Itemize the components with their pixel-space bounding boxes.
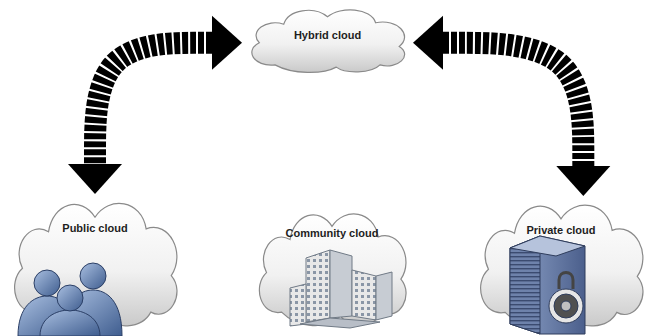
cloud-node: Private cloud (468, 190, 654, 334)
cloud-outline (248, 200, 416, 332)
cloud-node: Community cloud (248, 200, 416, 332)
cloud-label: Public cloud (62, 222, 127, 235)
cloud-label: Hybrid cloud (294, 29, 361, 42)
cloud-node: Public cloud (2, 188, 188, 334)
segmented-arrow (68, 16, 242, 194)
cloud-outline (2, 188, 188, 334)
segmented-arrow (413, 16, 610, 196)
cloud-label: Community cloud (286, 227, 379, 240)
cloud-outline (468, 190, 654, 334)
cloud-label: Private cloud (526, 224, 595, 237)
cloud-node: Hybrid cloud (240, 2, 415, 76)
